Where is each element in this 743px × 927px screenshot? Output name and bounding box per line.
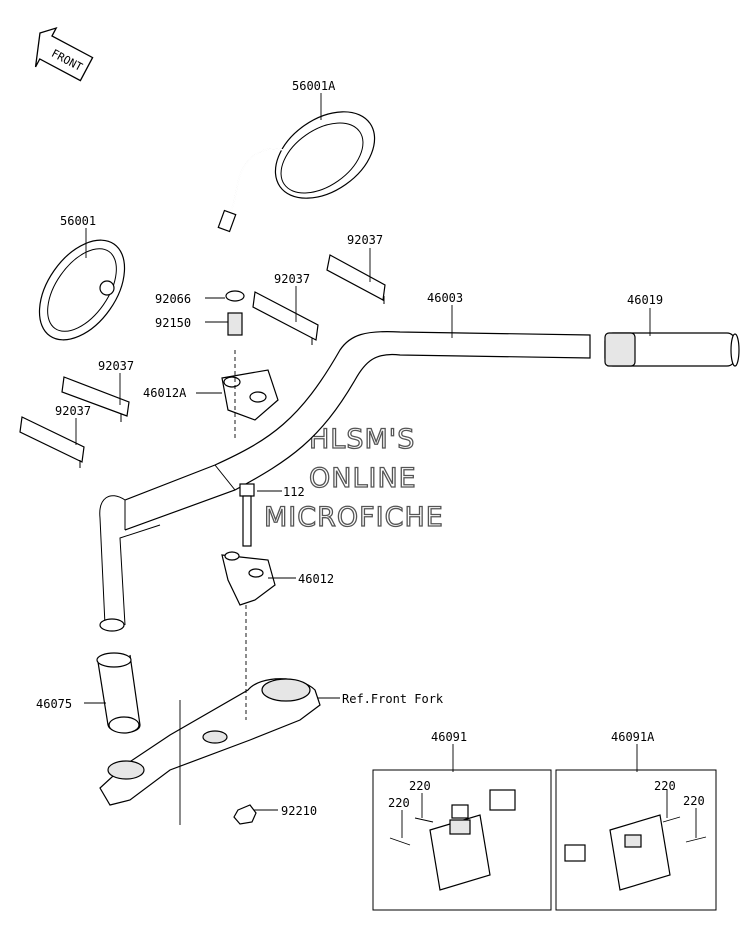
label-46012: 46012: [298, 572, 334, 586]
label-220-b: 220: [388, 796, 410, 810]
mirror-56001[interactable]: [22, 225, 142, 356]
switch-46091A[interactable]: [564, 814, 707, 891]
bolt-112[interactable]: [239, 483, 255, 547]
label-92210: 92210: [281, 804, 317, 818]
label-46075: 46075: [36, 697, 72, 711]
leader-lines: [75, 93, 697, 838]
label-220-d: 220: [683, 794, 705, 808]
screw-92150[interactable]: [227, 312, 243, 336]
label-220-a: 220: [409, 779, 431, 793]
grip-46075[interactable]: [96, 652, 141, 734]
holder-46012A[interactable]: [221, 369, 279, 421]
watermark-line-1: HLSM'S: [309, 424, 415, 455]
label-46003: 46003: [427, 291, 463, 305]
clamp-92037-left2[interactable]: [19, 416, 85, 468]
label-92037-top: 92037: [347, 233, 383, 247]
label-92066: 92066: [155, 292, 191, 306]
label-92037-left2: 92037: [55, 404, 91, 418]
label-92150: 92150: [155, 316, 191, 330]
label-46019: 46019: [627, 293, 663, 307]
clamp-92037-top[interactable]: [326, 254, 386, 304]
clamp-92037-mid[interactable]: [252, 291, 319, 345]
label-92037-left1: 92037: [98, 359, 134, 373]
label-56001: 56001: [60, 214, 96, 228]
front-arrow-icon: FRONT: [34, 26, 94, 82]
cap-92066[interactable]: [225, 290, 245, 302]
switch-box-46091: [372, 769, 552, 911]
assembly-lines: [179, 350, 247, 825]
label-92037-mid: 92037: [274, 272, 310, 286]
label-46091A: 46091A: [611, 730, 655, 744]
nut-92210[interactable]: [233, 804, 257, 825]
label-ref-front-fork: Ref.Front Fork: [342, 692, 444, 706]
grip-46019[interactable]: [604, 332, 740, 367]
switch-46091[interactable]: [389, 789, 516, 891]
watermark-line-3: MICROFICHE: [264, 502, 444, 533]
part-labels: 56001A 56001 92037 92037 92066 92150 460…: [36, 79, 705, 818]
label-46091: 46091: [431, 730, 467, 744]
watermark-line-2: ONLINE: [309, 463, 417, 494]
label-46012A: 46012A: [143, 386, 187, 400]
fork-bracket[interactable]: [99, 678, 321, 806]
clamp-92037-left1[interactable]: [61, 376, 130, 422]
watermark: HLSM'S ONLINE MICROFICHE: [263, 423, 444, 533]
label-112: 112: [283, 485, 305, 499]
handlebar-46003[interactable]: [99, 330, 591, 632]
holder-46012[interactable]: [221, 551, 276, 606]
label-220-c: 220: [654, 779, 676, 793]
switch-box-46091A: [555, 769, 717, 911]
label-56001A: 56001A: [292, 79, 336, 93]
mirror-56001A[interactable]: [217, 94, 390, 233]
